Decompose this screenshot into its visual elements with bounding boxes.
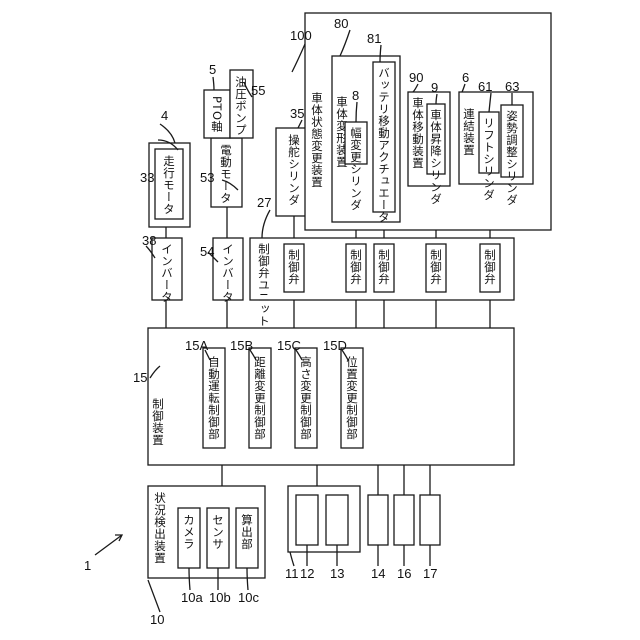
unit-17-box bbox=[420, 495, 440, 545]
ref-53: 53 bbox=[200, 170, 214, 185]
pto-shaft-label: PTO軸 bbox=[210, 96, 224, 133]
unit-14-box bbox=[368, 495, 388, 545]
ref-6: 6 bbox=[462, 70, 469, 85]
distance-change-controller-label: 距離変更制御部 bbox=[253, 356, 267, 440]
electric-motor-label: 電動モータ bbox=[219, 144, 233, 204]
calculator-label: 算出部 bbox=[240, 513, 254, 550]
auto-drive-controller-label: 自動運転制御部 bbox=[207, 356, 221, 440]
ref-33: 33 bbox=[140, 170, 154, 185]
body-lift-cylinder-label: 車体昇降シリンダ bbox=[429, 108, 443, 205]
attitude-cylinder-label: 姿勢調整シリンダ bbox=[505, 110, 519, 206]
ref-61: 61 bbox=[478, 79, 492, 94]
control-valve-unit-label: 制御弁ユニット bbox=[257, 243, 271, 327]
ref-4: 4 bbox=[161, 108, 168, 123]
ref-100: 100 bbox=[290, 28, 312, 43]
ref-10a: 10a bbox=[181, 590, 203, 605]
ref-15: 15 bbox=[133, 370, 147, 385]
inverter-38-label: インバータ bbox=[160, 243, 174, 303]
sensor-label: センサ bbox=[211, 514, 225, 550]
unit-13-box bbox=[326, 495, 348, 545]
hydraulic-pump-label: 油圧ポンプ bbox=[234, 75, 248, 136]
control-valve-battery-label: 制御弁 bbox=[377, 249, 391, 285]
lift-cylinder-label: リフトシリンダ bbox=[482, 117, 496, 201]
control-valve-width-label: 制御弁 bbox=[349, 249, 363, 285]
ref-5: 5 bbox=[209, 62, 216, 77]
ref-12: 12 bbox=[300, 566, 314, 581]
ref-14: 14 bbox=[371, 566, 385, 581]
inverter-54-label: インバータ bbox=[221, 243, 235, 303]
ref-80: 80 bbox=[334, 16, 348, 31]
ref-11: 11 bbox=[285, 566, 299, 581]
ref-15D: 15D bbox=[323, 338, 347, 353]
ref-63: 63 bbox=[505, 79, 519, 94]
unit-16-box bbox=[394, 495, 414, 545]
ref-90: 90 bbox=[409, 70, 423, 85]
ref-8: 8 bbox=[352, 88, 359, 103]
ref-35: 35 bbox=[290, 106, 304, 121]
ref-10c: 10c bbox=[238, 590, 259, 605]
ref-54: 54 bbox=[200, 244, 214, 259]
overall-reference-arrow bbox=[95, 535, 122, 555]
ref-1: 1 bbox=[84, 558, 91, 573]
battery-actuator-label: バッテリ移動アクチュエータ bbox=[377, 67, 391, 223]
ref-9: 9 bbox=[431, 80, 438, 95]
ref-10b: 10b bbox=[209, 590, 231, 605]
body-state-change-device-label: 車体状態変更装置 bbox=[310, 91, 324, 188]
ref-55: 55 bbox=[251, 83, 265, 98]
ref-27: 27 bbox=[257, 195, 271, 210]
control-valve-steering-label: 制御弁 bbox=[287, 249, 301, 285]
control-valve-lift-label: 制御弁 bbox=[429, 249, 443, 285]
ref-15C: 15C bbox=[277, 338, 301, 353]
unit-12-box bbox=[296, 495, 318, 545]
coupling-device-label: 連結装置 bbox=[462, 107, 476, 156]
height-change-controller-label: 高さ変更制御部 bbox=[299, 355, 313, 440]
control-device-label: 制御装置 bbox=[151, 398, 165, 446]
control-valve-coupling-label: 制御弁 bbox=[483, 249, 497, 285]
ref-38: 38 bbox=[142, 233, 156, 248]
ref-13: 13 bbox=[330, 566, 344, 581]
ref-15A: 15A bbox=[185, 338, 208, 353]
steering-cylinder-label: 操舵シリンダ bbox=[287, 133, 301, 206]
camera-label: カメラ bbox=[182, 514, 196, 550]
ref-81: 81 bbox=[367, 31, 381, 46]
body-moving-device-label: 車体移動装置 bbox=[411, 96, 425, 169]
position-change-controller-label: 位置変更制御部 bbox=[345, 355, 359, 440]
width-cylinder-label: 幅変更シリンダ bbox=[349, 127, 363, 211]
travel-motor-label: 走行モータ bbox=[162, 155, 176, 215]
ref-16: 16 bbox=[397, 566, 411, 581]
ref-15B: 15B bbox=[230, 338, 253, 353]
situation-detector-label: 状況検出装置 bbox=[153, 491, 167, 564]
ref-10: 10 bbox=[150, 612, 164, 627]
ref-17: 17 bbox=[423, 566, 437, 581]
